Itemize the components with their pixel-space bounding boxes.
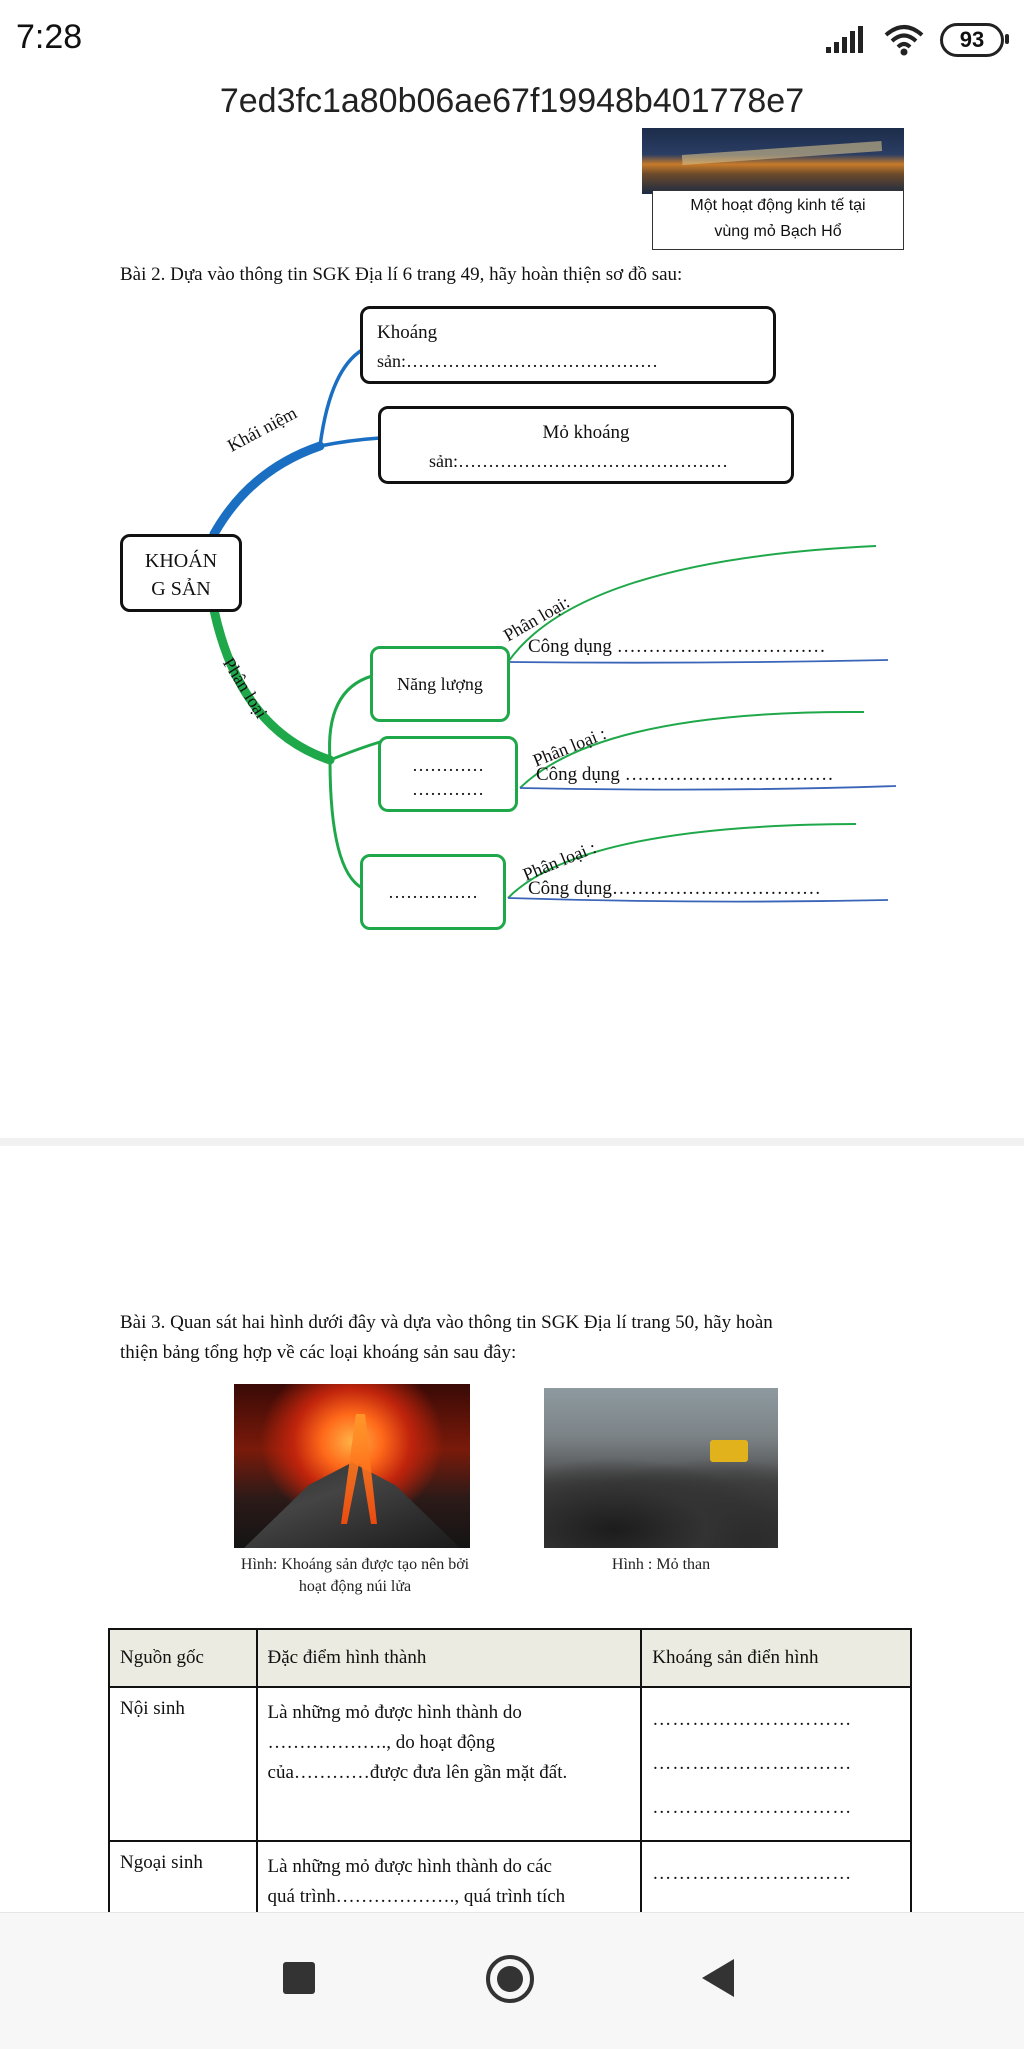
box-mine-line2: sản:……………………………………… [429, 451, 728, 471]
circle-icon[interactable] [486, 1955, 534, 2003]
volcano-caption: Hình: Khoáng sản được tạo nên bởi hoạt đ… [222, 1554, 488, 1598]
table-row: Nội sinh Là những mỏ được hình thành do … [108, 1686, 912, 1842]
box-mineral-line1: Khoáng [377, 322, 438, 343]
volcano-photo [234, 1384, 470, 1548]
box-category-b-line1: ………… [412, 755, 484, 775]
battery-level: 93 [959, 27, 985, 52]
cell-formation: Là những mỏ được hình thành do ………………., … [255, 1686, 643, 1842]
status-icons: 93 [824, 20, 1009, 60]
wifi-icon [884, 25, 924, 56]
formation-line1: Là những mỏ được hình thành do [267, 1702, 522, 1723]
row3-use-label: Công dụng…………………………… [528, 878, 821, 899]
volcano-caption-line2: hoạt động núi lửa [298, 1578, 412, 1595]
box-category-b-line2: ………… [412, 779, 484, 799]
formation-line2: quá trình………………., quá trình tích [267, 1886, 566, 1907]
photo-caption-line2: vùng mỏ Bạch Hổ [714, 223, 842, 240]
document-title: 7ed3fc1a80b06ae67f19948b401778e7 [219, 82, 805, 120]
header-examples: Khoáng sản điển hình [640, 1628, 912, 1688]
center-node-line1: KHOÁN [144, 550, 218, 572]
photo-caption: Một hoạt động kinh tế tại vùng mỏ Bạch H… [652, 190, 904, 250]
box-category-b: ………… ………… [378, 736, 518, 812]
battery-indicator: 93 [940, 23, 1009, 57]
example-blank: ………………………… [652, 1797, 853, 1818]
header-origin: Nguồn gốc [108, 1628, 258, 1688]
box-energy: Năng lượng [370, 646, 510, 722]
box-mine: Mỏ khoáng sản:……………………………………… [378, 406, 794, 484]
volcano-caption-line1: Hình: Khoáng sản được tạo nên bởi [240, 1556, 470, 1573]
status-bar: 7:28 93 [0, 0, 1024, 80]
cell-examples: ………………………… ………………………… ………………………… [640, 1686, 912, 1842]
oil-rig-photo [642, 128, 904, 194]
box-mineral: Khoáng sản:…………………………………… [360, 306, 776, 384]
square-icon[interactable] [283, 1962, 315, 1994]
center-node-line2: G SẢN [151, 578, 211, 600]
center-node: KHOÁN G SẢN [120, 534, 242, 612]
cell-origin: Nội sinh [108, 1686, 258, 1842]
navigation-bar [0, 1912, 1024, 2049]
triangle-back-icon[interactable] [702, 1959, 734, 1997]
signal-icon [826, 26, 863, 53]
box-mine-line1: Mỏ khoáng [542, 422, 630, 443]
example-blank: ………………………… [652, 1709, 853, 1730]
header-formation: Đặc điểm hình thành [255, 1628, 643, 1688]
box-mineral-line2: sản:…………………………………… [377, 351, 658, 371]
box-category-c: …………… [360, 854, 506, 930]
formation-line3: của…………được đưa lên gần mặt đất. [267, 1762, 568, 1783]
formation-line2: ………………., do hoạt động [267, 1732, 495, 1753]
row1-use-label: Công dụng …………………………… [528, 636, 826, 657]
photo-caption-line1: Một hoạt động kinh tế tại [690, 197, 866, 214]
page-divider [0, 1138, 1024, 1146]
example-blank: ………………………… [652, 1863, 853, 1884]
coal-mine-photo [544, 1388, 778, 1548]
formation-line1: Là những mỏ được hình thành do các [267, 1856, 552, 1877]
box-category-c-label: …………… [388, 881, 478, 902]
exercise3-prompt-line2: thiện bảng tổng hợp về các loại khoáng s… [120, 1342, 517, 1363]
row2-use-label: Công dụng …………………………… [536, 764, 834, 785]
table-header-row: Nguồn gốc Đặc điểm hình thành Khoáng sản… [108, 1628, 912, 1688]
status-time: 7:28 [16, 18, 83, 56]
example-blank: ………………………… [652, 1753, 853, 1774]
exercise2-prompt: Bài 2. Dựa vào thông tin SGK Địa lí 6 tr… [120, 264, 683, 285]
box-energy-label: Năng lượng [397, 673, 483, 694]
coal-caption: Hình : Mỏ than [611, 1556, 711, 1573]
mindmap-connectors [209, 348, 897, 903]
exercise3-prompt-line1: Bài 3. Quan sát hai hình dưới đây và dựa… [120, 1312, 773, 1333]
